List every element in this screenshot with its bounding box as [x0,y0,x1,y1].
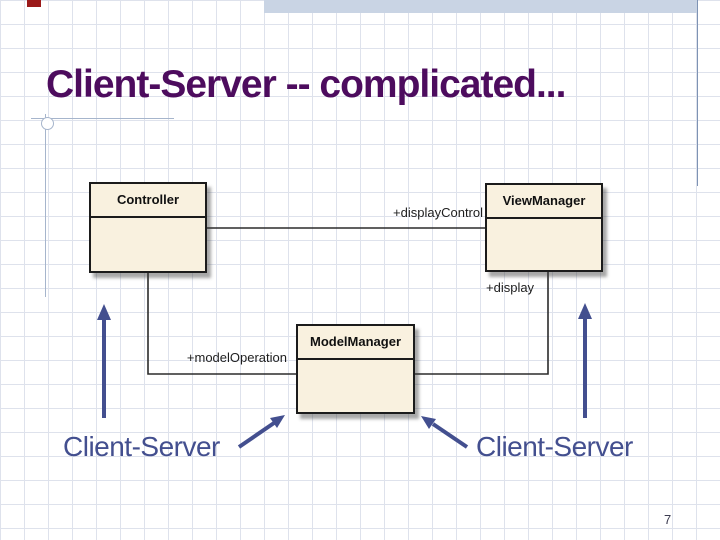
uml-class-name: Controller [91,184,205,218]
uml-class-controller: Controller [89,182,207,273]
uml-class-viewmanager: ViewManager [485,183,603,272]
uml-class-empty-compartment [487,219,601,270]
uml-class-empty-compartment [91,218,205,271]
edge-label-display: +display [486,280,535,295]
arrow-up-icon [97,304,111,320]
page-number: 7 [664,512,672,527]
uml-class-name: ViewManager [487,185,601,219]
ornament-horizontal-line [31,118,174,119]
top-accent-bar [264,0,697,13]
slide-title: Client-Server -- complicated... [46,63,566,106]
client-server-label-left: Client-Server [63,431,220,462]
red-corner-mark [27,0,41,7]
client-server-label-right: Client-Server [476,431,633,462]
arrow-up-icon [578,303,592,319]
uml-class-modelmanager: ModelManager [296,324,415,414]
uml-class-empty-compartment [298,360,413,412]
arrow-up-left-icon [421,416,436,429]
arrow-up-right-icon [270,415,285,428]
uml-class-name: ModelManager [298,326,413,360]
edge-label-model-operation: +modelOperation [186,350,287,365]
right-accent-line [697,0,698,186]
edge-label-display-control: +displayControl [393,205,483,220]
ornament-circle-icon [41,117,54,130]
ornament-vertical-line [45,114,46,297]
